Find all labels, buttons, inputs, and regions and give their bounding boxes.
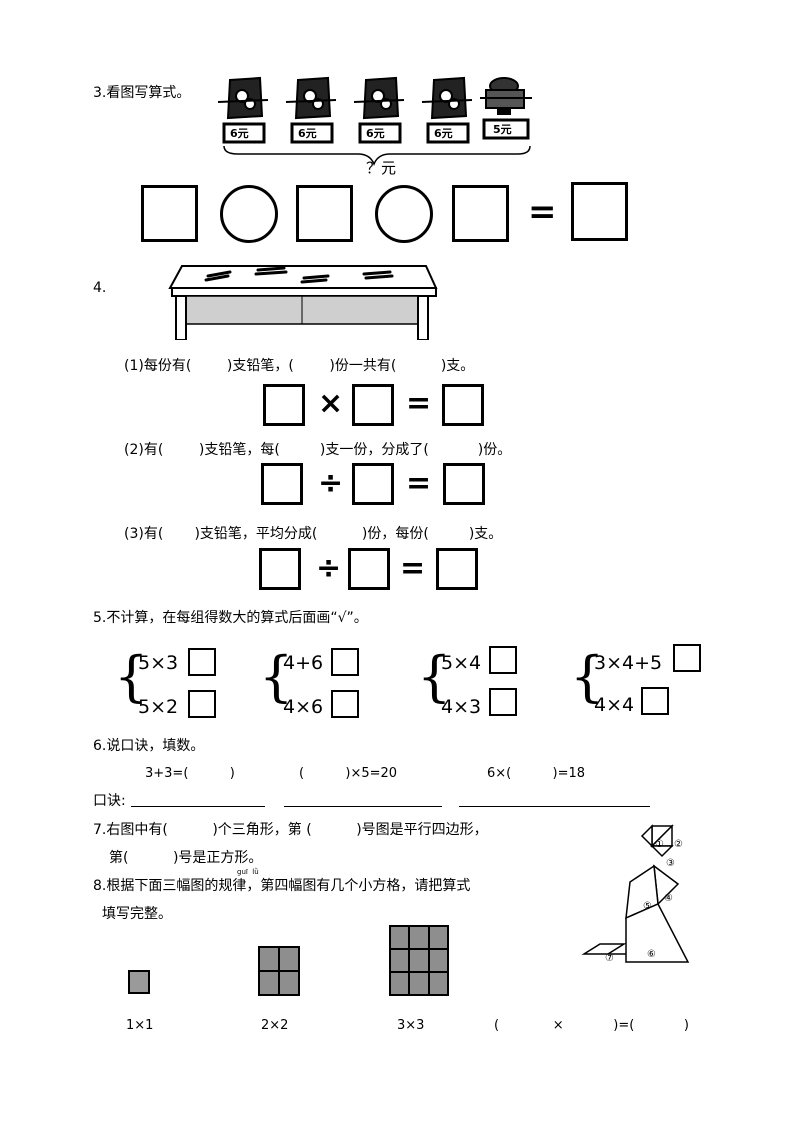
- q6-expr-3: 6×( )=18: [487, 766, 586, 781]
- koujue-blank[interactable]: [459, 806, 650, 807]
- price-tag-5: 5元: [493, 123, 512, 136]
- check-box[interactable]: [188, 648, 216, 676]
- group-brace: {: [259, 645, 294, 708]
- grid-label-2: 2×2: [261, 1018, 289, 1033]
- divide-sign: ÷: [316, 551, 342, 586]
- expr-2b: 4×6: [283, 696, 324, 718]
- expr-1b: 5×2: [138, 696, 179, 718]
- check-box[interactable]: [641, 687, 669, 715]
- shape-label-3: ③: [666, 858, 675, 869]
- q8-ruby: guī lǜ: [237, 868, 259, 876]
- shape-label-7: ⑦: [605, 953, 614, 964]
- price-tag-1: 6元: [230, 127, 249, 140]
- q4-line-3: (3)有( )支铅笔，平均分成( )份，每份( )支。: [124, 526, 503, 542]
- check-box[interactable]: [331, 690, 359, 718]
- koujue-label: 口诀:: [93, 793, 126, 809]
- grid-label-3: 3×3: [397, 1018, 425, 1033]
- answer-box[interactable]: [352, 463, 394, 505]
- price-tag-4: 6元: [434, 127, 453, 140]
- price-tag-2: 6元: [298, 127, 317, 140]
- check-box[interactable]: [188, 690, 216, 718]
- q4-number: 4.: [93, 280, 107, 296]
- q8-line-1: 8.根据下面三幅图的规律，第四幅图有几个小方格，请把算式: [93, 878, 471, 894]
- check-box[interactable]: [489, 646, 517, 674]
- tangram-cat-picture: [581, 824, 690, 963]
- q7-line-2: 第( )号是正方形。: [109, 850, 263, 866]
- bag-icon: [421, 76, 473, 120]
- q4-line-2: (2)有( )支铅笔，每( )支一份，分成了( )份。: [124, 442, 512, 458]
- shape-label-4: ④: [664, 893, 673, 904]
- equals-sign: =: [400, 551, 426, 586]
- answer-box[interactable]: [352, 384, 394, 426]
- shape-label-1: ①: [655, 839, 664, 850]
- q8-answer: ( × )=( ): [494, 1018, 689, 1033]
- answer-box[interactable]: [259, 548, 301, 590]
- q3-title: 3.看图写算式。: [93, 85, 191, 101]
- q6-title: 6.说口诀，填数。: [93, 738, 205, 754]
- grid-label-1: 1×1: [126, 1018, 154, 1033]
- q8-line-2: 填写完整。: [102, 906, 172, 922]
- answer-box[interactable]: [261, 463, 303, 505]
- q7-line-1: 7.右图中有( )个三角形，第 ( )号图是平行四边形，: [93, 822, 488, 838]
- price-tag-3: 6元: [366, 127, 385, 140]
- cake-icon: [480, 77, 532, 115]
- answer-box[interactable]: [443, 463, 485, 505]
- group-brace: {: [417, 645, 452, 708]
- shape-label-6: ⑥: [647, 949, 656, 960]
- q3-goods-picture: [218, 76, 532, 167]
- expr-1a: 5×3: [138, 652, 179, 674]
- check-box[interactable]: [673, 644, 701, 672]
- q4-line-1: (1)每份有( )支铅笔，( )份一共有( )支。: [124, 358, 475, 374]
- shape-label-5: ⑤: [643, 901, 652, 912]
- check-box[interactable]: [331, 648, 359, 676]
- total-price: ？元: [366, 159, 397, 177]
- q6-expr-2: ( )×5=20: [299, 766, 398, 781]
- operator-circle[interactable]: [375, 185, 433, 243]
- grid-1x1: [128, 970, 150, 994]
- group-brace: {: [114, 645, 149, 708]
- group-brace: {: [570, 645, 605, 708]
- bag-icon: [353, 76, 405, 120]
- koujue-blank[interactable]: [131, 806, 265, 807]
- answer-box[interactable]: [348, 548, 390, 590]
- times-sign: ×: [318, 386, 344, 421]
- answer-box[interactable]: [263, 384, 305, 426]
- shape-label-2: ②: [674, 839, 683, 850]
- expr-4b: 4×4: [594, 694, 635, 716]
- expr-4a: 3×4+5: [594, 652, 663, 674]
- answer-box[interactable]: [296, 185, 353, 242]
- bag-icon: [285, 76, 337, 120]
- answer-box[interactable]: [141, 185, 198, 242]
- pencils-on-table-picture: [168, 265, 438, 340]
- grid-2x2: [258, 946, 300, 996]
- expr-2a: 4+6: [283, 652, 324, 674]
- equals-sign: =: [528, 192, 557, 232]
- q5-title: 5.不计算，在每组得数大的算式后面画“√”。: [93, 610, 368, 626]
- koujue-blank[interactable]: [284, 806, 442, 807]
- answer-box[interactable]: [452, 185, 509, 242]
- operator-circle[interactable]: [220, 185, 278, 243]
- divide-sign: ÷: [318, 466, 344, 501]
- check-box[interactable]: [489, 688, 517, 716]
- bag-icon: [218, 76, 269, 120]
- answer-box[interactable]: [442, 384, 484, 426]
- grid-3x3: [389, 925, 449, 996]
- expr-3b: 4×3: [441, 696, 482, 718]
- equals-sign: =: [406, 466, 432, 501]
- answer-box[interactable]: [436, 548, 478, 590]
- equals-sign: =: [406, 386, 432, 421]
- q6-expr-1: 3+3=( ): [145, 766, 235, 781]
- expr-3a: 5×4: [441, 652, 482, 674]
- brace-shape: [223, 145, 531, 167]
- answer-box[interactable]: [571, 182, 628, 241]
